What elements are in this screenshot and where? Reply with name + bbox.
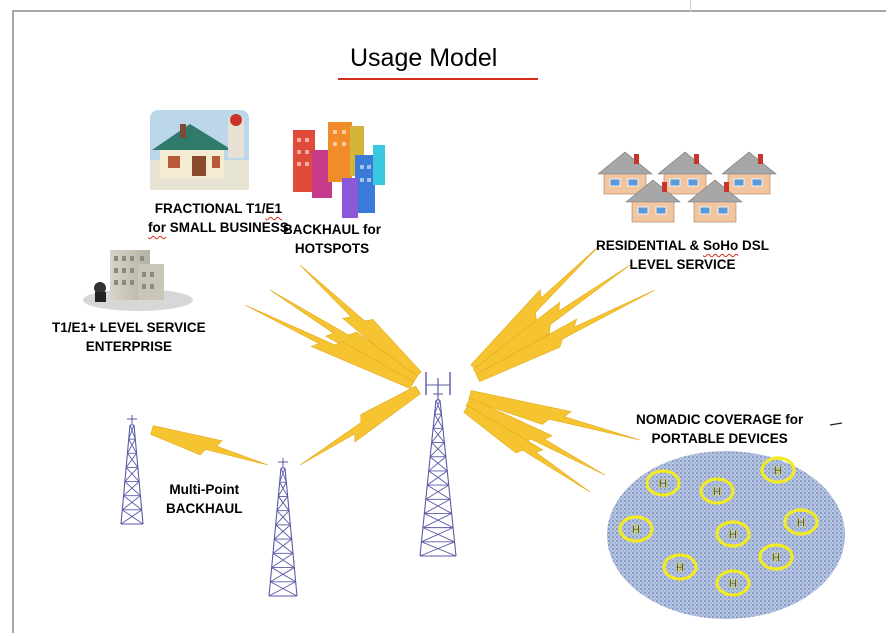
hotspot-symbol: H — [659, 477, 668, 491]
lightning-bolt — [299, 385, 421, 466]
hotspot-symbol: H — [729, 577, 738, 591]
tower-icon — [419, 372, 457, 557]
hotspot-symbol: H — [797, 516, 806, 530]
tower-icon — [268, 458, 298, 597]
hotspot-icon: H — [645, 469, 681, 497]
slide-frame — [12, 10, 886, 633]
lightning-bolt — [463, 405, 591, 493]
tower-icon — [120, 415, 144, 525]
hotspot-symbol: H — [774, 464, 783, 478]
hotspot-icon: H — [662, 553, 698, 581]
house-icon — [625, 179, 681, 223]
divider — [690, 0, 691, 12]
lightning-bolt — [475, 289, 656, 382]
hotspot-icon: H — [618, 515, 654, 543]
lightning-bolt — [299, 264, 422, 379]
hotspot-symbol: H — [713, 485, 722, 499]
title-underline — [338, 78, 538, 80]
hotspot-icon: H — [715, 569, 751, 597]
page-title: Usage Model — [350, 44, 498, 72]
house-icon — [687, 179, 743, 223]
hotspot-buildings-image — [293, 122, 385, 218]
hotspot-symbol: H — [729, 528, 738, 542]
hotspot-icon: H — [699, 477, 735, 505]
hotspot-symbol: H — [632, 523, 641, 537]
label-backhaul-hotspots: BACKHAUL for HOTSPOTS — [283, 222, 381, 256]
wireless-links — [150, 244, 656, 493]
house-icon — [721, 151, 777, 195]
residential-houses-image — [597, 151, 777, 223]
lightning-bolt — [472, 264, 631, 378]
hotspot-symbol: H — [676, 561, 685, 575]
lightning-bolt — [269, 289, 418, 385]
nomadic-coverage-area: H H H H H H H H H — [607, 451, 845, 619]
label-nomadic: NOMADIC COVERAGE for PORTABLE DEVICES — [636, 412, 804, 446]
hotspot-icon: H — [783, 508, 819, 536]
stray-mark — [829, 422, 843, 426]
hotspot-icon: H — [715, 520, 751, 548]
label-residential: RESIDENTIAL & SoHo DSL LEVEL SERVICE — [596, 238, 770, 272]
lightning-bolt — [150, 425, 269, 466]
hotspot-symbol: H — [772, 551, 781, 565]
towers — [120, 372, 457, 597]
label-fractional: FRACTIONAL T1/E1 for SMALL BUSINESS — [148, 201, 289, 235]
hotspot-icon: H — [758, 543, 794, 571]
house-icon — [597, 151, 653, 195]
enterprise-building-image — [83, 250, 193, 311]
label-multipoint: Multi-Point BACKHAUL — [166, 482, 243, 516]
label-enterprise: T1/E1+ LEVEL SERVICE ENTERPRISE — [52, 320, 206, 354]
lightning-bolt — [244, 304, 415, 389]
small-business-image — [150, 110, 249, 190]
house-icon — [657, 151, 713, 195]
hotspot-icon: H — [760, 456, 796, 484]
